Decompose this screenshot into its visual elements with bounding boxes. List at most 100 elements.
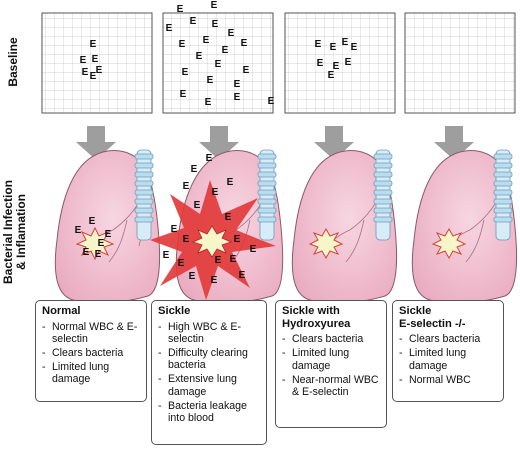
e-selectin-marker: E: [315, 39, 322, 50]
infection-burst-hydroxyurea: [308, 227, 344, 260]
e-selectin-marker: E: [182, 67, 189, 78]
e-selectin-marker: E: [351, 42, 358, 53]
e-selectin-marker: E: [98, 238, 105, 249]
e-selectin-marker: E: [190, 16, 197, 27]
list-item: Clears bacteria: [42, 347, 140, 359]
row-label-infection-2: & Inflamation: [14, 194, 28, 270]
baseline-grid-hydroxyurea: [284, 12, 396, 114]
e-selectin-marker: E: [82, 67, 89, 78]
e-selectin-marker: E: [179, 39, 186, 50]
e-selectin-marker: E: [171, 224, 178, 235]
e-selectin-marker: E: [183, 234, 190, 245]
e-selectin-marker: E: [80, 55, 87, 66]
row-label-infection-1: Bacterial Infection: [1, 180, 15, 284]
panel-list-hydroxyurea: Clears bacteria Limited lung damage Near…: [282, 333, 380, 398]
e-selectin-marker: E: [234, 79, 241, 90]
e-selectin-marker: E: [230, 254, 237, 265]
e-selectin-marker: E: [83, 247, 90, 258]
list-item: Bacteria leakage into blood: [158, 400, 260, 424]
infection-burst-sickle-large: [150, 180, 276, 300]
list-item: Clears bacteria: [282, 333, 380, 345]
row-label-baseline: Baseline: [6, 37, 20, 87]
e-selectin-marker: E: [243, 65, 250, 76]
panel-title-eselectin-ko: Sickle E-selectin -/-: [399, 305, 497, 330]
baseline-grid-normal: [41, 12, 153, 114]
e-selectin-marker: E: [212, 19, 219, 30]
trachea-normal: [134, 149, 154, 241]
e-selectin-marker: E: [234, 234, 241, 245]
e-selectin-marker: E: [342, 37, 349, 48]
e-selectin-marker: E: [234, 92, 241, 103]
panel-box-eselectin-ko: Sickle E-selectin -/- Clears bacteria Li…: [392, 300, 504, 402]
e-selectin-marker: E: [227, 177, 234, 188]
e-selectin-marker: E: [180, 89, 187, 100]
e-selectin-marker: E: [90, 71, 97, 82]
list-item: Normal WBC: [399, 374, 497, 386]
arrow-down-4: [434, 126, 474, 160]
baseline-grid-eselectin-ko: [404, 12, 516, 114]
e-selectin-marker: E: [189, 271, 196, 282]
e-selectin-marker: E: [241, 38, 248, 49]
panel-title-line: E-selectin -/-: [399, 317, 466, 330]
e-selectin-marker: E: [330, 42, 337, 53]
e-selectin-marker: E: [211, 275, 218, 286]
panel-title-line: Normal: [42, 305, 81, 317]
panel-box-sickle: Sickle High WBC & E-selectin Difficulty …: [151, 300, 267, 445]
e-selectin-marker: E: [228, 28, 235, 39]
e-selectin-marker: E: [207, 75, 214, 86]
e-selectin-marker: E: [196, 51, 203, 62]
list-item: Limited lung damage: [282, 347, 380, 371]
arrow-down-2: [199, 126, 239, 160]
arrow-down-1: [76, 126, 116, 160]
panel-box-hydroxyurea: Sickle with Hydroxyurea Clears bacteria …: [275, 300, 387, 428]
panel-title-line: Hydroxyurea: [282, 317, 351, 330]
e-selectin-marker: E: [177, 4, 184, 15]
e-selectin-marker: E: [250, 244, 257, 255]
e-selectin-marker: E: [96, 65, 103, 76]
e-selectin-marker: E: [95, 249, 102, 260]
panel-title-hydroxyurea: Sickle with Hydroxyurea: [282, 305, 380, 330]
panel-title-line: Sickle: [399, 305, 432, 317]
e-selectin-marker: E: [105, 229, 112, 240]
infection-burst-eselectin-ko: [431, 227, 467, 260]
panel-title-line: Sickle with: [282, 305, 340, 317]
arrow-down-3: [314, 126, 354, 160]
list-item: Normal WBC & E-selectin: [42, 321, 140, 345]
list-item: Limited lung damage: [399, 347, 497, 371]
e-selectin-marker: E: [215, 59, 222, 70]
list-item: High WBC & E-selectin: [158, 321, 260, 345]
e-selectin-marker: E: [328, 70, 335, 81]
e-selectin-marker: E: [163, 250, 170, 261]
panel-title-normal: Normal: [42, 305, 140, 318]
list-item: Near-normal WBC & E-selectin: [282, 374, 380, 398]
e-selectin-marker: E: [225, 212, 232, 223]
baseline-grid-sickle: [162, 12, 274, 114]
e-selectin-marker: E: [222, 45, 229, 56]
list-item: Clears bacteria: [399, 333, 497, 345]
e-selectin-marker: E: [191, 164, 198, 175]
e-selectin-marker: E: [268, 96, 275, 107]
panel-list-sickle: High WBC & E-selectin Difficulty clearin…: [158, 321, 260, 425]
e-selectin-marker: E: [92, 54, 99, 65]
panel-box-normal: Normal Normal WBC & E-selectin Clears ba…: [35, 300, 147, 402]
e-selectin-marker: E: [89, 216, 96, 227]
e-selectin-marker: E: [183, 181, 190, 192]
list-item: Difficulty clearing bacteria: [158, 347, 260, 371]
panel-title-sickle: Sickle: [158, 305, 260, 318]
list-item: Extensive lung damage: [158, 373, 260, 397]
panel-list-normal: Normal WBC & E-selectin Clears bacteria …: [42, 321, 140, 386]
trachea-hydroxyurea: [373, 149, 393, 241]
e-selectin-marker: E: [333, 61, 340, 72]
panel-list-eselectin-ko: Clears bacteria Limited lung damage Norm…: [399, 333, 497, 386]
e-selectin-marker: E: [166, 23, 173, 34]
e-selectin-marker: E: [205, 97, 212, 108]
e-selectin-marker: E: [212, 187, 219, 198]
e-selectin-marker: E: [178, 258, 185, 269]
list-item: Limited lung damage: [42, 361, 140, 385]
e-selectin-marker: E: [345, 57, 352, 68]
e-selectin-marker: E: [215, 255, 222, 266]
panel-title-line: Sickle: [158, 305, 191, 317]
trachea-sickle: [257, 149, 277, 241]
